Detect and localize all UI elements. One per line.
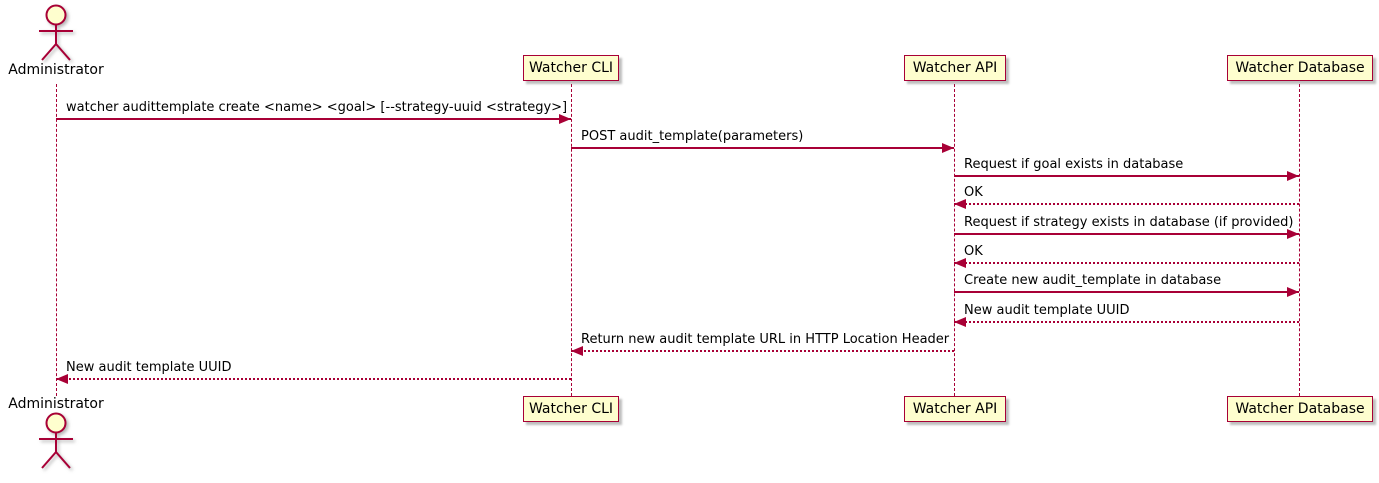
message-line-6 <box>954 262 1299 264</box>
lifeline-watcher-api <box>953 84 955 396</box>
lifeline-watcher-cli <box>570 84 572 396</box>
message-label-7: Create new audit_template in database <box>964 273 1222 288</box>
message-label-4: OK <box>964 185 983 200</box>
message-label-1: watcher audittemplate create <name> <goa… <box>66 100 568 115</box>
participant-watcher-database-bottom: Watcher Database <box>1227 396 1373 422</box>
participant-watcher-api-bottom: Watcher API <box>904 396 1006 422</box>
message-line-9 <box>571 350 954 352</box>
message-line-1 <box>56 118 571 120</box>
message-arrowhead-9 <box>571 346 583 356</box>
actor-label: Administrator <box>8 62 104 78</box>
message-line-2 <box>571 147 954 149</box>
message-label-8: New audit template UUID <box>964 303 1130 318</box>
message-line-3 <box>954 175 1299 177</box>
actor-stick-figure-icon <box>39 4 73 61</box>
lifeline-administrator <box>55 84 57 396</box>
participant-watcher-api-top: Watcher API <box>904 55 1006 81</box>
message-arrowhead-3 <box>1287 171 1299 181</box>
message-arrowhead-5 <box>1287 229 1299 239</box>
message-arrowhead-7 <box>1287 287 1299 297</box>
message-arrowhead-2 <box>942 143 954 153</box>
message-arrowhead-8 <box>954 317 966 327</box>
participant-watcher-cli-top: Watcher CLI <box>523 55 619 81</box>
message-arrowhead-6 <box>954 258 966 268</box>
message-line-8 <box>954 321 1299 323</box>
message-label-9: Return new audit template URL in HTTP Lo… <box>581 332 950 347</box>
message-label-5: Request if strategy exists in database (… <box>964 215 1294 230</box>
message-arrowhead-1 <box>559 114 571 124</box>
message-label-10: New audit template UUID <box>66 360 232 375</box>
actor-administrator-bottom: Administrator <box>0 396 126 470</box>
message-label-6: OK <box>964 244 983 259</box>
message-label-2: POST audit_template(parameters) <box>581 129 804 144</box>
actor-label: Administrator <box>8 396 104 412</box>
message-line-4 <box>954 203 1299 205</box>
actor-stick-figure-icon <box>39 412 73 469</box>
message-line-7 <box>954 291 1299 293</box>
actor-administrator-top: Administrator <box>0 4 126 78</box>
message-label-3: Request if goal exists in database <box>964 157 1184 172</box>
participant-watcher-cli-bottom: Watcher CLI <box>523 396 619 422</box>
participant-watcher-database-top: Watcher Database <box>1227 55 1373 81</box>
message-line-10 <box>56 378 571 380</box>
lifeline-watcher-database <box>1298 84 1300 396</box>
message-line-5 <box>954 233 1299 235</box>
message-arrowhead-10 <box>56 374 68 384</box>
message-arrowhead-4 <box>954 199 966 209</box>
